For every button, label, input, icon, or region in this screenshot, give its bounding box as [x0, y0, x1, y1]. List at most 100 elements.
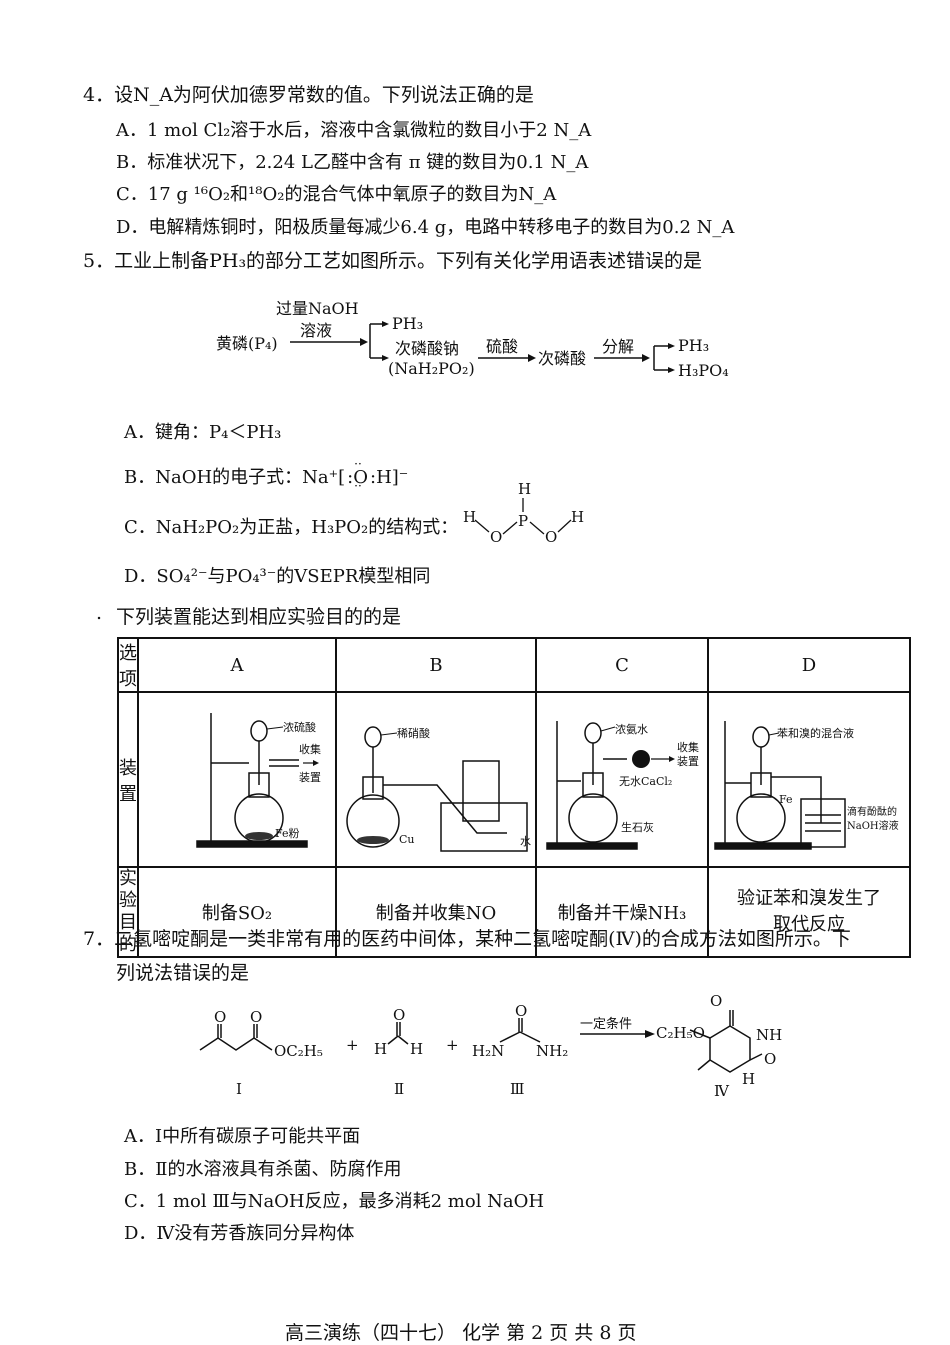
- device-row: 装置 浓硫酸: [117, 691, 911, 868]
- iii-nh2: NH₂: [536, 1042, 568, 1060]
- c-collect-label-2: 装置: [677, 755, 699, 768]
- flow-acid: 次磷酸: [538, 349, 586, 368]
- apparatus-a: 浓硫酸 收集 装置 Fe粉: [137, 691, 337, 868]
- q5-stem: 5．工业上制备PH₃的部分工艺如图所示。下列有关化学用语表述错误的是: [83, 250, 703, 272]
- q5-option-a: A．键角：P₄＜PH₃: [124, 422, 282, 443]
- h3po2-structure: H P H O O H: [463, 480, 584, 546]
- c-reagent-label: 浓氨水: [615, 723, 648, 736]
- q7-option-c: C．1 mol Ⅲ与NaOH反应，最多消耗2 mol NaOH: [124, 1191, 545, 1212]
- d-beaker-label-2: NaOH溶液: [847, 819, 899, 832]
- experiment-table: 选项 A B C D 装置: [117, 637, 911, 958]
- q5-option-b-suffix: :H]⁻: [370, 467, 409, 488]
- a-solid-label: Fe粉: [275, 827, 300, 840]
- header-option: 选项: [117, 637, 139, 693]
- atom-h-left: H: [463, 508, 476, 526]
- b-water-label: 水: [520, 835, 531, 848]
- d-solid-label: Fe: [779, 793, 793, 806]
- iii-o: O: [515, 1002, 527, 1020]
- header-a: A: [137, 637, 337, 693]
- c-collect-label-1: 收集: [677, 740, 699, 754]
- atom-h-right: H: [571, 508, 584, 526]
- c-solid-label: 生石灰: [621, 820, 654, 834]
- row-label-purpose: 实验目的: [117, 866, 139, 958]
- atom-h-top: H: [518, 480, 531, 498]
- q7-option-d: D．Ⅳ没有芳香族同分异构体: [124, 1223, 355, 1244]
- iii-h2n: H₂N: [472, 1042, 504, 1060]
- q7-option-b: B．Ⅱ的水溶液具有杀菌、防腐作用: [124, 1159, 402, 1180]
- q5-process-flow: 黄磷(P₄) 过量NaOH 溶液 PH₃ 次磷酸钠 (NaH₂PO₂) 硫酸 次…: [216, 299, 729, 380]
- apparatus-c: 浓氨水 收集 装置 无水CaCl₂ 生石灰: [535, 691, 709, 868]
- flow-reagent1-line1: 过量NaOH: [276, 299, 359, 318]
- label-i: Ⅰ: [236, 1080, 242, 1098]
- i-carbonyl-o2: O: [250, 1008, 262, 1026]
- q7-stem-line1: 7．二氢嘧啶酮是一类非常有用的医药中间体，某种二氢嘧啶酮(Ⅳ)的合成方法如图所示…: [83, 928, 851, 950]
- purpose-a: 制备SO₂: [137, 866, 337, 958]
- ii-o: O: [393, 1006, 405, 1024]
- apparatus-a-drawing: 浓硫酸 收集 装置 Fe粉: [196, 713, 321, 848]
- ii-h-left: H: [374, 1040, 387, 1058]
- a-collect-label-2: 装置: [299, 771, 321, 784]
- flow-reagent2: 硫酸: [486, 337, 518, 356]
- atom-p: P: [518, 512, 528, 530]
- d-beaker-label-1: 滴有酚酞的: [847, 805, 897, 818]
- flow-salt-name: 次磷酸钠: [395, 339, 459, 358]
- q4-option-d: D．电解精炼铜时，阳极质量每减少6.4 g，电路中转移电子的数目为0.2 N_A: [116, 217, 735, 238]
- i-carbonyl-o1: O: [214, 1008, 226, 1026]
- b-reagent-label: 稀硝酸: [397, 726, 430, 740]
- plus-1: +: [346, 1036, 359, 1054]
- flow-arrowhead-1: [360, 338, 368, 346]
- q5-option-c: C．NaH₂PO₂为正盐，H₃PO₂的结构式：: [124, 517, 459, 538]
- flow-start: 黄磷(P₄): [216, 334, 278, 353]
- flow-reagent3: 分解: [602, 337, 634, 356]
- row-label-device: 装置: [117, 691, 139, 868]
- purpose-row: 实验目的 制备SO₂ 制备并收集NO 制备并干燥NH₃ 验证苯和溴发生了取代反应: [117, 866, 911, 958]
- label-iii: Ⅲ: [510, 1080, 524, 1098]
- q5-option-b: B．NaOH的电子式：Na⁺[:O····:H]⁻: [124, 457, 409, 493]
- q7-reaction-scheme: O O OC₂H₅ Ⅰ + O H H Ⅱ + O H₂N NH₂ Ⅲ 一定条件…: [199, 992, 782, 1100]
- i-oc2h5: OC₂H₅: [274, 1042, 323, 1060]
- iv-carbonyl-o: O: [764, 1050, 776, 1068]
- page-footer: 高三演练（四十七） 化学 第 2 页 共 8 页: [285, 1322, 637, 1344]
- d-reagent-label: 苯和溴的混合液: [777, 726, 854, 740]
- apparatus-c-drawing: 浓氨水 收集 装置 无水CaCl₂ 生石灰: [546, 721, 699, 850]
- apparatus-b-drawing: 稀硝酸 Cu 水: [346, 726, 531, 852]
- purpose-d: 验证苯和溴发生了取代反应: [707, 866, 911, 958]
- label-iv: Ⅳ: [714, 1082, 730, 1100]
- reaction-condition: 一定条件: [580, 1016, 632, 1032]
- b-solid-label: Cu: [399, 833, 415, 846]
- atom-o-right: O: [545, 528, 557, 546]
- header-b: B: [335, 637, 537, 693]
- c-dryer-label: 无水CaCl₂: [619, 775, 672, 788]
- q4-option-b: B．标准状况下，2.24 L乙醛中含有 π 键的数目为0.1 N_A: [116, 152, 589, 173]
- label-ii: Ⅱ: [394, 1080, 404, 1098]
- iv-ester-o: O: [710, 992, 722, 1010]
- q7-option-a: A．Ⅰ中所有碳原子可能共平面: [124, 1126, 361, 1147]
- iv-nh: NH: [756, 1026, 782, 1044]
- q5-option-d: D．SO₄²⁻与PO₄³⁻的VSEPR模型相同: [124, 566, 431, 587]
- purpose-b: 制备并收集NO: [335, 866, 537, 958]
- q5-option-b-prefix: B．NaOH的电子式：Na⁺[: [124, 467, 346, 488]
- header-c: C: [535, 637, 709, 693]
- flow-salt-formula: (NaH₂PO₂): [388, 359, 475, 378]
- flow-reagent1-line2: 溶液: [300, 321, 332, 340]
- plus-2: +: [446, 1036, 459, 1054]
- purpose-c: 制备并干燥NH₃: [535, 866, 709, 958]
- atom-o-left: O: [490, 528, 502, 546]
- q4-option-c: C．17 g ¹⁶O₂和¹⁸O₂的混合气体中氧原子的数目为N_A: [116, 184, 557, 205]
- table-header-row: 选项 A B C D: [117, 637, 911, 693]
- flow-final2: H₃PO₄: [678, 361, 729, 380]
- flow-final1: PH₃: [678, 336, 709, 355]
- apparatus-d: 苯和溴的混合液 Fe 滴有酚酞的 NaOH溶液: [707, 691, 911, 868]
- q4-option-a: A．1 mol Cl₂溶于水后，溶液中含氯微粒的数目小于2 N_A: [116, 120, 592, 141]
- a-collect-label-1: 收集: [299, 742, 321, 756]
- apparatus-b: 稀硝酸 Cu 水: [335, 691, 537, 868]
- iv-n-h: H: [742, 1070, 755, 1088]
- q6-stem: 下列装置能达到相应实验目的的是: [116, 606, 402, 628]
- electron-dot-o: :O····: [347, 457, 369, 493]
- q7-stem-line2: 列说法错误的是: [116, 962, 250, 984]
- ii-h-right: H: [410, 1040, 423, 1058]
- iv-c2h5o: C₂H₅O: [656, 1024, 705, 1042]
- a-reagent-label: 浓硫酸: [283, 720, 316, 734]
- apparatus-d-drawing: 苯和溴的混合液 Fe 滴有酚酞的 NaOH溶液: [714, 721, 899, 850]
- header-d: D: [707, 637, 911, 693]
